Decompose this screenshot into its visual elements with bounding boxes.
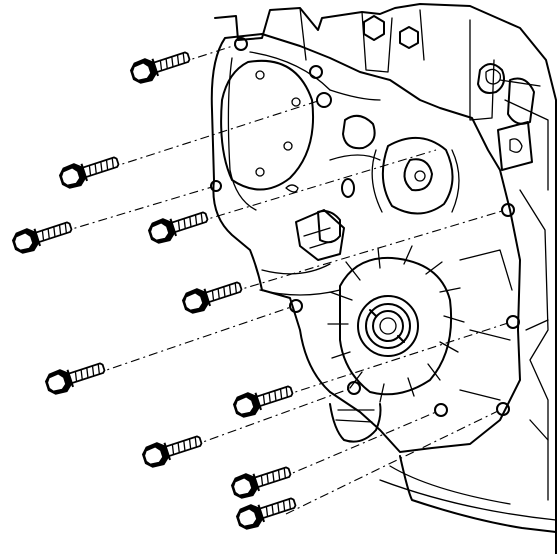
bolt-6 [41,355,109,399]
bolt-5 [178,274,246,318]
guide-line-2 [109,100,319,169]
guide-line-5 [231,210,503,293]
guide-line-6 [94,306,292,375]
bolt-1 [126,44,194,88]
front-cover [210,33,521,453]
guide-line-9 [280,411,437,479]
engine-block [214,3,557,554]
guide-line-7 [282,322,509,397]
bolt-7 [229,378,297,422]
bolt-2 [55,149,123,193]
guide-line-8 [191,388,350,447]
bolt-4 [144,204,212,248]
bolt-3 [8,214,76,258]
guide-line-4 [197,149,437,223]
bolt-8 [138,428,206,472]
guide-line-3 [61,186,213,233]
bolts [8,44,300,534]
bolt-guide-lines [61,44,509,515]
bolt-9 [227,459,295,503]
guide-line-10 [285,410,499,515]
